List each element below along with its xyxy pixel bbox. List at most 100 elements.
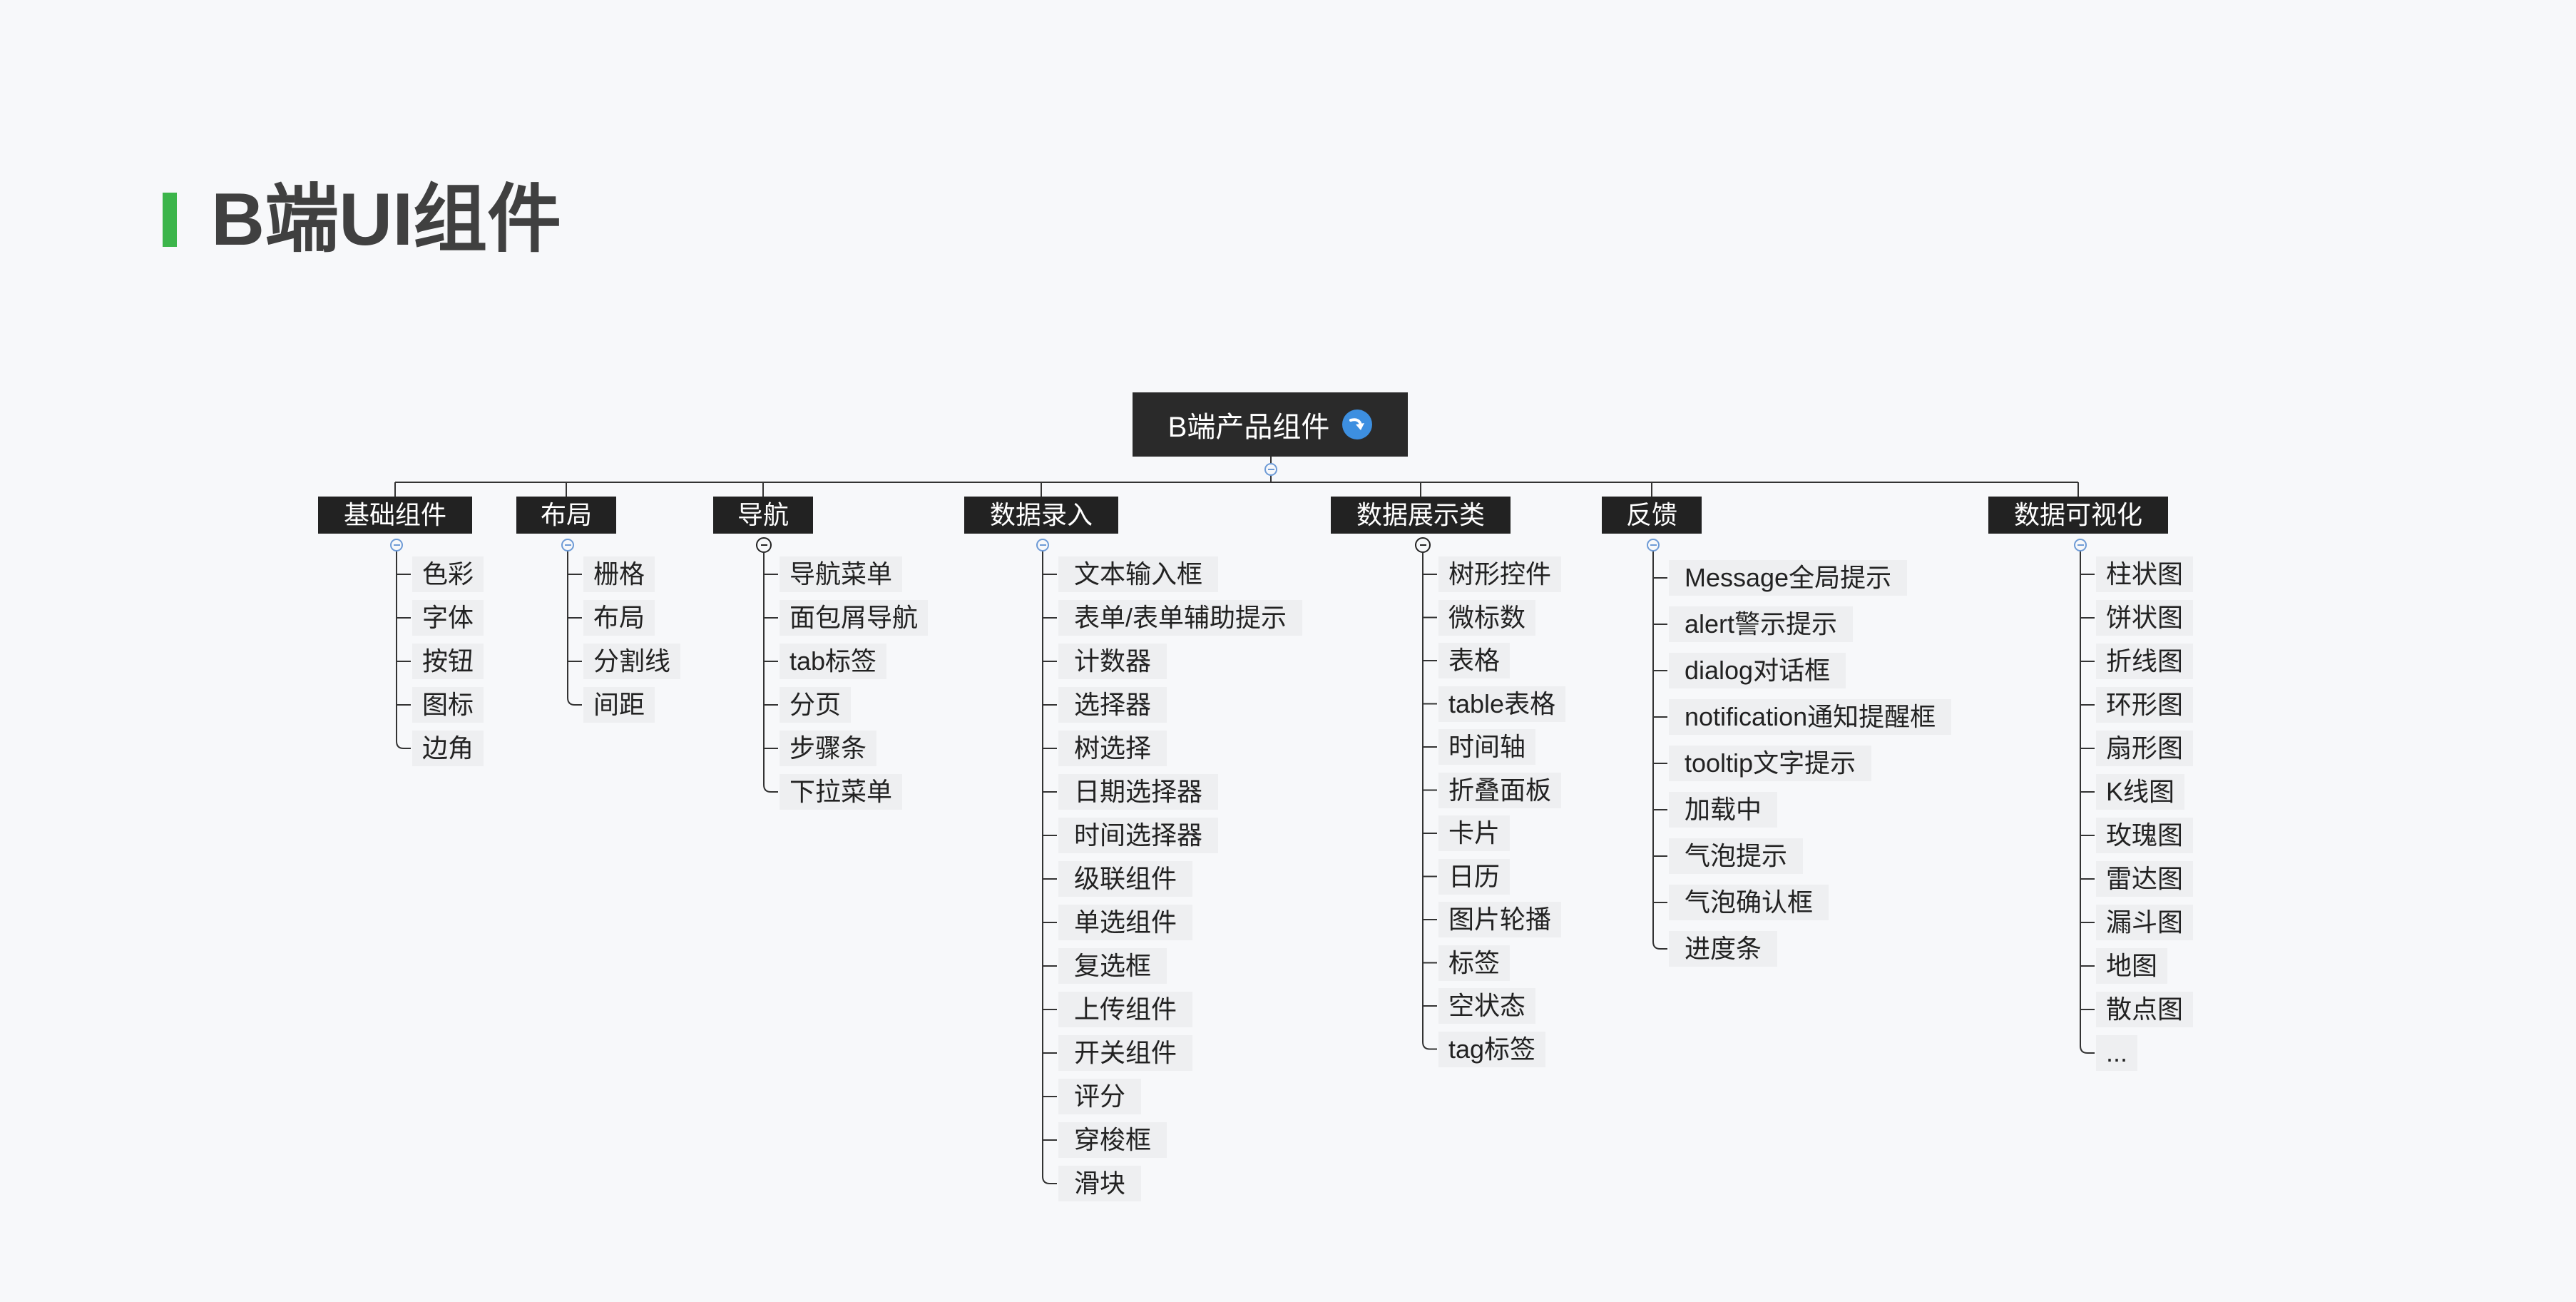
child-node[interactable]: 散点图 <box>2096 992 2194 1027</box>
child-node-label: 树选择 <box>1074 733 1152 763</box>
child-node[interactable]: 上传组件 <box>1058 992 1193 1027</box>
child-node[interactable]: 评分 <box>1058 1079 1142 1114</box>
child-node[interactable]: 单选组件 <box>1058 905 1193 940</box>
child-node[interactable]: 下拉菜单 <box>780 774 903 810</box>
child-node-label: notification通知提醒框 <box>1685 702 1936 731</box>
branch-collapse-toggle[interactable] <box>756 537 772 553</box>
child-node[interactable]: 分割线 <box>583 644 681 679</box>
child-node[interactable]: 雷达图 <box>2096 861 2194 897</box>
child-node[interactable]: 文本输入框 <box>1058 556 1219 592</box>
child-node-label: 面包屑导航 <box>789 603 919 632</box>
branch-node-label: 导航 <box>737 500 789 529</box>
child-node-label: 步骤条 <box>789 733 867 763</box>
child-node[interactable]: 图标 <box>412 687 484 723</box>
branch-node[interactable]: 布局 <box>516 497 616 534</box>
child-node[interactable]: 开关组件 <box>1058 1035 1193 1071</box>
child-node-label: 色彩 <box>422 559 474 589</box>
child-node[interactable]: 间距 <box>583 687 655 723</box>
branch-collapse-toggle[interactable] <box>1036 539 1049 551</box>
child-node[interactable]: dialog对话框 <box>1669 653 1846 688</box>
child-node[interactable]: 标签 <box>1438 945 1511 981</box>
child-node[interactable]: table表格 <box>1438 686 1566 722</box>
child-node[interactable]: 日历 <box>1438 858 1511 895</box>
child-node[interactable]: 复选框 <box>1058 948 1167 984</box>
child-node[interactable]: 树选择 <box>1058 731 1167 766</box>
child-node[interactable]: 漏斗图 <box>2096 905 2194 940</box>
child-node[interactable]: 面包屑导航 <box>780 600 929 636</box>
child-node[interactable]: 玫瑰图 <box>2096 818 2194 853</box>
branch-node[interactable]: 数据展示类 <box>1331 497 1511 534</box>
child-node[interactable]: 表单/表单辅助提示 <box>1058 600 1303 636</box>
child-node[interactable]: 时间选择器 <box>1058 818 1219 853</box>
blue-arrow-icon <box>1342 410 1373 439</box>
child-node[interactable]: 边角 <box>412 731 484 766</box>
branch-node[interactable]: 反馈 <box>1602 497 1702 534</box>
child-node[interactable]: 选择器 <box>1058 687 1167 723</box>
child-node[interactable]: tooltip文字提示 <box>1669 746 1872 781</box>
child-node[interactable]: 气泡提示 <box>1669 838 1804 874</box>
child-node-label: 开关组件 <box>1074 1038 1177 1067</box>
child-node[interactable]: 布局 <box>583 600 655 636</box>
child-node[interactable]: 按钮 <box>412 644 484 679</box>
child-node[interactable]: 表格 <box>1438 643 1511 678</box>
child-node-label: 时间选择器 <box>1074 820 1203 850</box>
child-node[interactable]: 柱状图 <box>2096 556 2194 592</box>
child-node[interactable]: 计数器 <box>1058 644 1167 679</box>
child-node[interactable]: 导航菜单 <box>780 556 903 592</box>
child-connector <box>567 697 582 706</box>
child-node[interactable]: 空状态 <box>1438 988 1536 1024</box>
branch-node-label: 布局 <box>540 500 592 529</box>
child-node[interactable]: 扇形图 <box>2096 731 2194 766</box>
child-node-label: 时间轴 <box>1448 732 1526 761</box>
child-node-label: tab标签 <box>789 646 877 676</box>
child-node[interactable]: 分页 <box>780 687 852 723</box>
child-node[interactable]: 步骤条 <box>780 731 877 766</box>
child-node[interactable]: ... <box>2096 1035 2138 1071</box>
branch-collapse-toggle[interactable] <box>561 539 574 551</box>
child-node[interactable]: 进度条 <box>1669 931 1778 967</box>
branch-node[interactable]: 数据录入 <box>964 497 1118 534</box>
child-node[interactable]: 微标数 <box>1438 599 1536 636</box>
child-node[interactable]: K线图 <box>2096 774 2185 810</box>
child-connector <box>1422 1042 1437 1050</box>
child-node-label: 柱状图 <box>2106 559 2184 589</box>
child-node[interactable]: 日期选择器 <box>1058 774 1219 810</box>
child-node-label: table表格 <box>1448 688 1556 718</box>
branch-collapse-toggle[interactable] <box>1415 537 1431 553</box>
root-collapse-toggle[interactable] <box>1264 463 1277 476</box>
child-node[interactable]: 色彩 <box>412 556 484 592</box>
child-node[interactable]: 卡片 <box>1438 815 1511 851</box>
child-node[interactable]: 字体 <box>412 600 484 636</box>
child-node-label: 单选组件 <box>1074 907 1177 937</box>
branch-node[interactable]: 导航 <box>713 497 813 534</box>
child-node[interactable]: tag标签 <box>1438 1031 1546 1067</box>
child-connector <box>396 741 411 749</box>
child-node[interactable]: 气泡确认框 <box>1669 885 1829 920</box>
child-node[interactable]: 图片轮播 <box>1438 902 1562 937</box>
child-node[interactable]: Message全局提示 <box>1669 560 1908 596</box>
child-node[interactable]: 折线图 <box>2096 644 2194 679</box>
child-node[interactable]: alert警示提示 <box>1669 606 1854 642</box>
branch-node[interactable]: 基础组件 <box>318 497 472 534</box>
child-node[interactable]: 加载中 <box>1669 792 1778 828</box>
branch-collapse-toggle[interactable] <box>390 539 403 551</box>
branch-collapse-toggle[interactable] <box>2074 539 2087 551</box>
child-node[interactable]: 环形图 <box>2096 687 2194 723</box>
child-node[interactable]: 饼状图 <box>2096 600 2194 636</box>
child-node[interactable]: 穿梭框 <box>1058 1122 1167 1158</box>
branch-node-label: 数据展示类 <box>1356 500 1485 529</box>
child-node[interactable]: 时间轴 <box>1438 729 1536 765</box>
child-node[interactable]: 折叠面板 <box>1438 772 1562 808</box>
child-node-label: 气泡提示 <box>1685 841 1788 870</box>
child-node[interactable]: 地图 <box>2096 948 2168 984</box>
child-node[interactable]: notification通知提醒框 <box>1669 699 1952 735</box>
root-node[interactable]: B端产品组件 <box>1133 392 1408 457</box>
branch-node[interactable]: 数据可视化 <box>1988 497 2168 534</box>
child-node[interactable]: tab标签 <box>780 644 887 679</box>
child-node-label: 按钮 <box>422 646 474 676</box>
child-node[interactable]: 滑块 <box>1058 1166 1142 1201</box>
child-node[interactable]: 级联组件 <box>1058 861 1193 897</box>
child-node[interactable]: 栅格 <box>583 556 655 592</box>
branch-collapse-toggle[interactable] <box>1647 539 1660 551</box>
child-node[interactable]: 树形控件 <box>1438 556 1562 592</box>
